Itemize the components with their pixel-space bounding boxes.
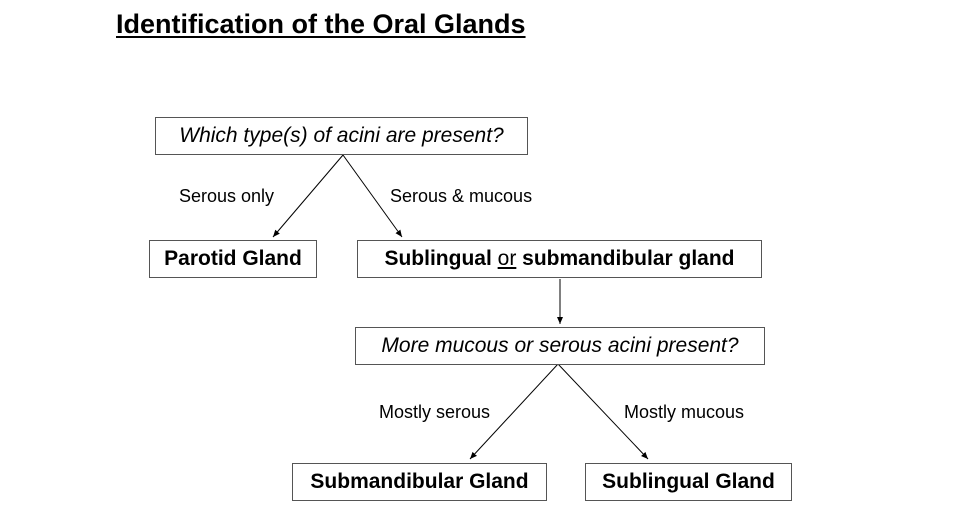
edge-label-mostly-serous: Mostly serous xyxy=(379,402,491,422)
result-parotid-gland-text: Parotid Gland xyxy=(164,247,302,270)
page-title: Identification of the Oral Glands xyxy=(116,9,526,39)
sublingual-or-submandibular-part1: Sublingual xyxy=(384,247,498,270)
edge-label-serous-and-mucous: Serous & mucous xyxy=(390,186,533,206)
question-mucous-or-serous: More mucous or serous acini present? xyxy=(355,327,765,365)
result-sublingual-gland-text: Sublingual Gland xyxy=(602,470,775,493)
question-acini-type: Which type(s) of acini are present? xyxy=(155,117,528,155)
sublingual-or-submandibular-connector: or xyxy=(497,247,517,270)
result-submandibular-gland: Submandibular Gland xyxy=(292,463,547,501)
arrow-to-parotid xyxy=(272,154,344,238)
result-sublingual-or-submandibular: Sublingual or submandibular gland xyxy=(357,240,762,278)
result-sublingual-gland: Sublingual Gland xyxy=(585,463,792,501)
question-mucous-or-serous-text: More mucous or serous acini present? xyxy=(381,334,739,357)
sublingual-or-submandibular-part2: submandibular gland xyxy=(516,247,735,270)
result-submandibular-gland-text: Submandibular Gland xyxy=(310,470,529,493)
arrow-to-submandibular xyxy=(469,363,559,460)
edge-label-mostly-mucous: Mostly mucous xyxy=(624,402,745,422)
arrow-to-sublingual xyxy=(557,363,649,460)
result-parotid-gland: Parotid Gland xyxy=(149,240,317,278)
question-acini-type-text: Which type(s) of acini are present? xyxy=(179,124,504,147)
arrow-to-sublingual-or-submandibular xyxy=(342,154,403,238)
edge-label-serous-only: Serous only xyxy=(179,186,275,206)
